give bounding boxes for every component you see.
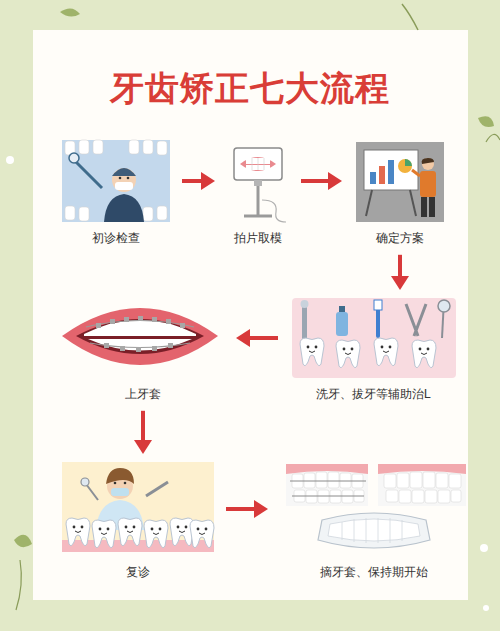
panel <box>33 30 468 600</box>
arrow-shaft <box>141 411 145 442</box>
step-node: 拍片取模 <box>221 138 295 249</box>
retainer-picture <box>286 464 466 548</box>
diagram-title: 牙齿矫正七大流程 <box>0 68 500 109</box>
step-label: 拍片取模 <box>221 230 295 247</box>
arrow-shaft <box>248 336 278 340</box>
flow-arrow <box>301 172 342 190</box>
arrow-head <box>391 276 409 290</box>
followup-picture <box>62 462 214 552</box>
arrow-head <box>134 440 152 454</box>
arrow-shaft <box>398 255 402 278</box>
flow-arrow <box>226 500 268 518</box>
step-node: 摘牙套、保持期开始 <box>274 460 474 583</box>
step-label: 初诊检查 <box>56 230 176 247</box>
step-label: 确定方案 <box>348 230 452 247</box>
flow-arrow <box>182 172 215 190</box>
step-label: 洗牙、拔牙等辅助治L <box>284 386 462 403</box>
arrow-head <box>254 500 268 518</box>
flow-arrow <box>391 255 409 290</box>
step-node: 初诊检查 <box>56 138 176 249</box>
arrow-shaft <box>301 179 330 183</box>
braces-picture <box>62 308 218 365</box>
arrow-shaft <box>226 507 256 511</box>
step-label: 摘牙套、保持期开始 <box>274 564 474 581</box>
step-node: 上牙套 <box>56 296 230 405</box>
plan-picture <box>356 142 444 222</box>
step-node: 复诊 <box>56 460 220 583</box>
treatment-picture <box>292 298 456 378</box>
step-label: 复诊 <box>56 564 220 581</box>
flow-arrow <box>236 329 278 347</box>
step-node: 洗牙、拔牙等辅助治L <box>284 296 462 405</box>
flow-arrow <box>134 411 152 454</box>
step-label: 上牙套 <box>56 386 230 403</box>
monitor-picture <box>234 148 286 222</box>
arrow-head <box>201 172 215 190</box>
arrow-shaft <box>182 179 203 183</box>
step-node: 确定方案 <box>348 138 452 249</box>
arrow-head <box>328 172 342 190</box>
arrow-head <box>236 329 250 347</box>
exam-picture <box>62 140 170 222</box>
